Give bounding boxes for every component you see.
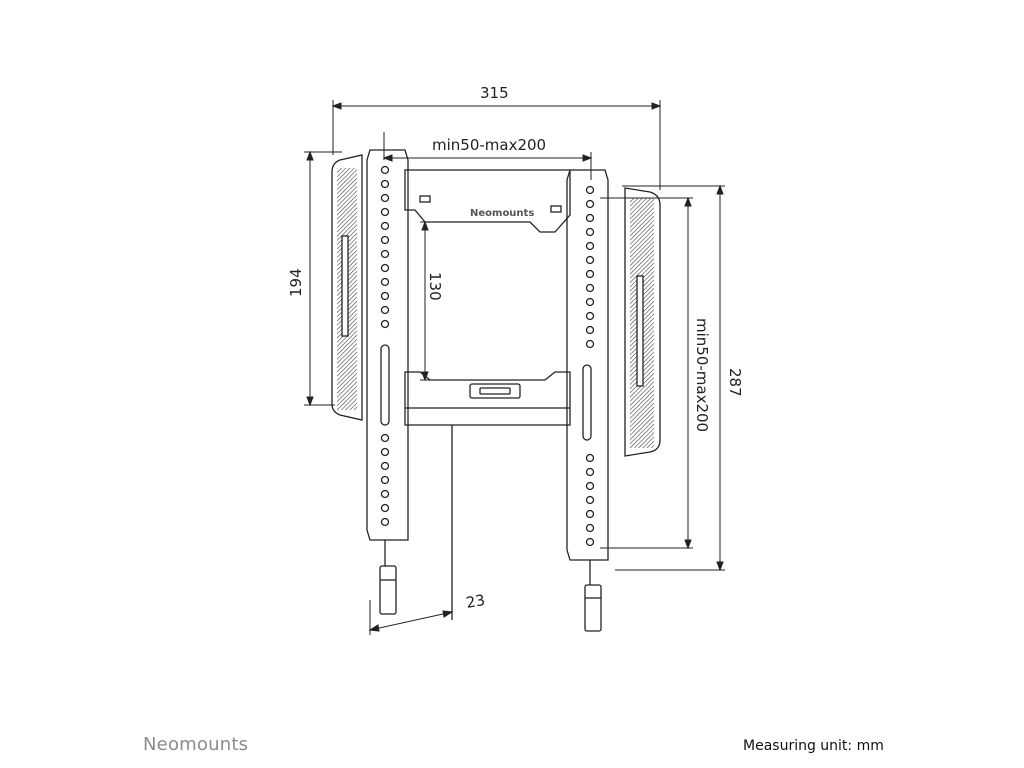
dim-vesa-vertical: min50-max200 xyxy=(693,318,711,432)
left-wall-pad xyxy=(331,154,363,421)
footer-brand-logo: Neomounts xyxy=(143,734,249,755)
right-arm-holes xyxy=(585,185,595,547)
left-arm-holes xyxy=(380,165,390,527)
mount-frame xyxy=(404,169,571,620)
measuring-unit-note: Measuring unit: mm xyxy=(743,738,884,754)
frame-brand-label: Neomounts xyxy=(470,208,534,219)
right-wall-pad xyxy=(624,187,661,457)
dim-inner-height: 130 xyxy=(426,272,444,301)
right-arm xyxy=(566,169,609,632)
dimension-lines xyxy=(304,100,725,635)
dim-vesa-horizontal: min50-max200 xyxy=(432,136,546,154)
dim-wall-distance: 23 xyxy=(465,591,487,612)
dim-overall-height: 287 xyxy=(726,368,744,397)
dim-overall-width: 315 xyxy=(480,84,509,102)
dim-bracket-height: 194 xyxy=(287,268,305,297)
left-arm xyxy=(366,149,409,615)
